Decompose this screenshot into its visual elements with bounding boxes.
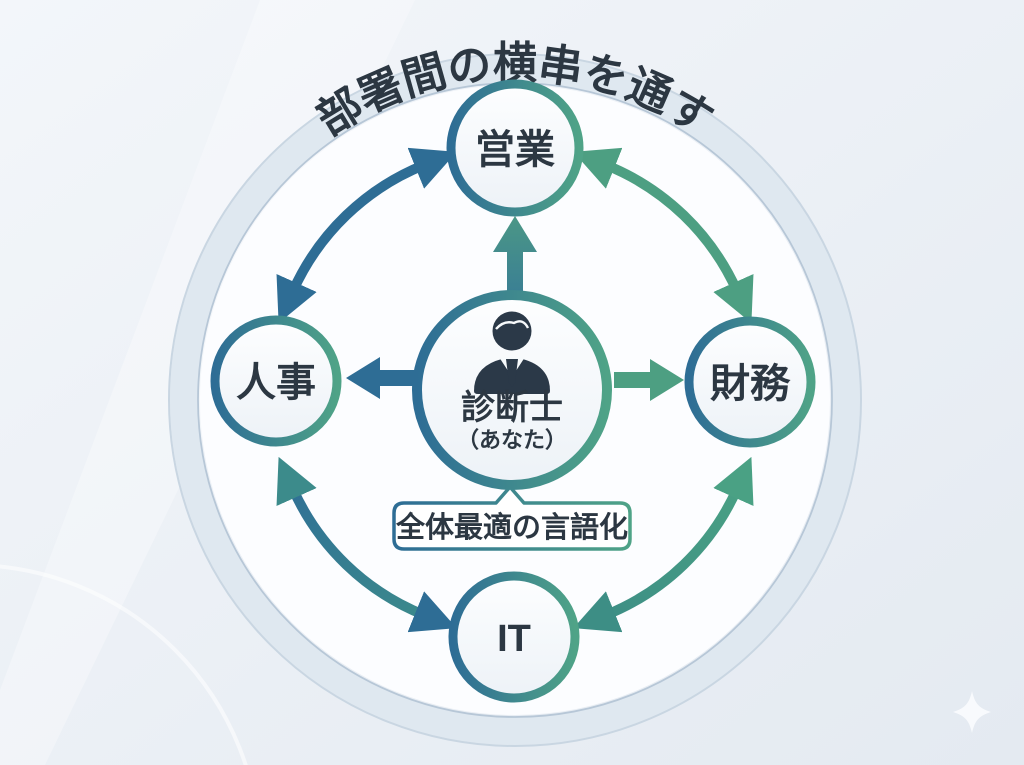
arrow-it-hr xyxy=(276,456,457,633)
arrow-hub-finance xyxy=(614,359,684,401)
hub-arrows xyxy=(346,216,684,401)
sparkle-icon xyxy=(953,691,991,733)
arrow-hub-hr xyxy=(346,357,416,399)
ring-outer-edge xyxy=(168,53,862,747)
node-it-label: IT xyxy=(497,618,531,660)
arrow-hr-sales xyxy=(276,147,457,324)
node-it-circle xyxy=(448,571,580,703)
person-icon xyxy=(474,311,550,394)
node-hr-label: 人事 xyxy=(236,361,316,405)
hub-sublabel: （あなた） xyxy=(457,428,567,453)
arrow-hub-sales xyxy=(493,216,537,295)
node-finance-circle xyxy=(684,316,816,448)
callout-label: 全体最適の言語化 xyxy=(395,510,628,544)
arrow-sales-finance xyxy=(573,147,754,324)
node-sales-label: 営業 xyxy=(475,128,555,172)
inter-department-arrows xyxy=(276,147,754,633)
callout-bubble-shape xyxy=(392,485,632,551)
department-nodes: 営業 人事 財務 IT xyxy=(210,79,816,703)
node-sales-circle xyxy=(446,79,584,217)
arrow-finance-it xyxy=(573,456,754,633)
hub-label: 診断士 xyxy=(461,389,563,427)
node-hr-circle xyxy=(210,315,342,447)
hub-node: 診断士 （あなた） xyxy=(412,290,612,490)
ring-band xyxy=(170,55,860,745)
callout-bubble: 全体最適の言語化 xyxy=(392,485,632,551)
node-finance-label: 財務 xyxy=(710,362,791,406)
